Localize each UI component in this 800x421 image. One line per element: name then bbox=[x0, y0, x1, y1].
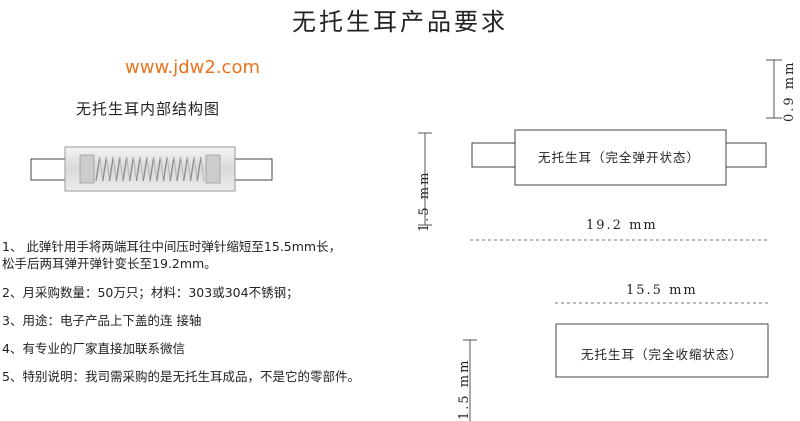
open-body bbox=[514, 129, 727, 186]
open-right-pin bbox=[725, 142, 767, 168]
spring-coil bbox=[176, 156, 182, 182]
spring-coil bbox=[122, 156, 128, 182]
spring-coil bbox=[149, 156, 155, 182]
requirement-item-3: 3、用途：电子产品上下盖的连 接轴 bbox=[2, 313, 202, 328]
requirement-item-1-line-1: 1、 此弹针用手将两端耳往中间压时弹针缩短至15.5mm长， bbox=[2, 239, 342, 254]
requirement-item-5: 5、特别说明：我司需采购的是无托生耳成品，不是它的零部件。 bbox=[2, 369, 360, 384]
watermark-url: www.jdw2.com bbox=[125, 57, 260, 78]
requirement-item-1-line-2: 松手后两耳弹开弹针变长至19.2mm。 bbox=[2, 256, 217, 271]
compressed-state-label: 无托生耳（完全收缩状态） bbox=[581, 347, 744, 362]
compressed-state-drawing bbox=[463, 302, 769, 421]
spring-coil bbox=[159, 156, 164, 182]
spring-coil bbox=[153, 156, 158, 182]
requirement-item-4: 4、有专业的厂家直接加联系微信 bbox=[2, 341, 185, 356]
compressed-length-label: 15.5 mm bbox=[626, 283, 698, 298]
requirement-item-1: 1、 此弹针用手将两端耳往中间压时弹针缩短至15.5mm长， 松手后两耳弹开弹针… bbox=[2, 238, 402, 272]
open-length-label: 19.2 mm bbox=[586, 218, 658, 233]
structure-inner-left-end bbox=[79, 154, 95, 184]
open-thickness-label: 0.9 mm bbox=[782, 60, 797, 122]
spring-coil bbox=[139, 156, 144, 182]
spring-coil bbox=[126, 156, 131, 182]
requirements-list: 1、 此弹针用手将两端耳往中间压时弹针缩短至15.5mm长， 松手后两耳弹开弹针… bbox=[2, 238, 402, 396]
page-title: 无托生耳产品要求 bbox=[292, 8, 508, 36]
spring-coil bbox=[119, 156, 124, 182]
spring-coil bbox=[112, 156, 117, 182]
spring-coil bbox=[156, 156, 162, 182]
spring-coil bbox=[186, 156, 191, 182]
open-left-pin bbox=[471, 142, 516, 168]
internal-structure-drawing bbox=[30, 146, 273, 192]
compressed-height-label: 1.5 mm bbox=[457, 358, 472, 420]
spring-coil bbox=[162, 156, 168, 182]
structure-diagram-title: 无托生耳内部结构图 bbox=[76, 100, 221, 118]
open-height-label: 1.5 mm bbox=[417, 170, 432, 232]
spring-coil bbox=[129, 156, 135, 182]
structure-spring bbox=[95, 156, 205, 182]
spring-coil bbox=[169, 156, 175, 182]
requirement-item-2: 2、月采购数量：50万只；材料：303或304不锈钢； bbox=[2, 285, 299, 300]
spring-coil bbox=[115, 156, 121, 182]
structure-inner-right-end bbox=[205, 154, 221, 184]
compressed-body bbox=[555, 323, 769, 378]
spring-coil bbox=[135, 156, 141, 182]
spring-coil bbox=[95, 156, 101, 182]
spring-coil bbox=[200, 156, 205, 182]
spring-coil bbox=[132, 156, 137, 182]
spring-coil bbox=[102, 156, 108, 182]
spring-coil bbox=[142, 156, 148, 182]
spring-coil bbox=[183, 156, 189, 182]
structure-right-pin bbox=[233, 158, 273, 181]
spring-coil bbox=[180, 156, 185, 182]
open-state-drawing bbox=[418, 59, 782, 241]
structure-left-pin bbox=[30, 158, 67, 181]
spring-coil bbox=[189, 156, 195, 182]
spring-coil bbox=[99, 156, 104, 182]
spring-coil bbox=[173, 156, 178, 182]
spring-coil bbox=[193, 156, 198, 182]
spring-coil bbox=[166, 156, 171, 182]
spring-coil bbox=[108, 156, 114, 182]
spring-coil bbox=[196, 156, 202, 182]
spring-coil bbox=[146, 156, 151, 182]
open-state-label: 无托生耳（完全弹开状态） bbox=[538, 150, 701, 165]
spring-coil bbox=[105, 156, 110, 182]
